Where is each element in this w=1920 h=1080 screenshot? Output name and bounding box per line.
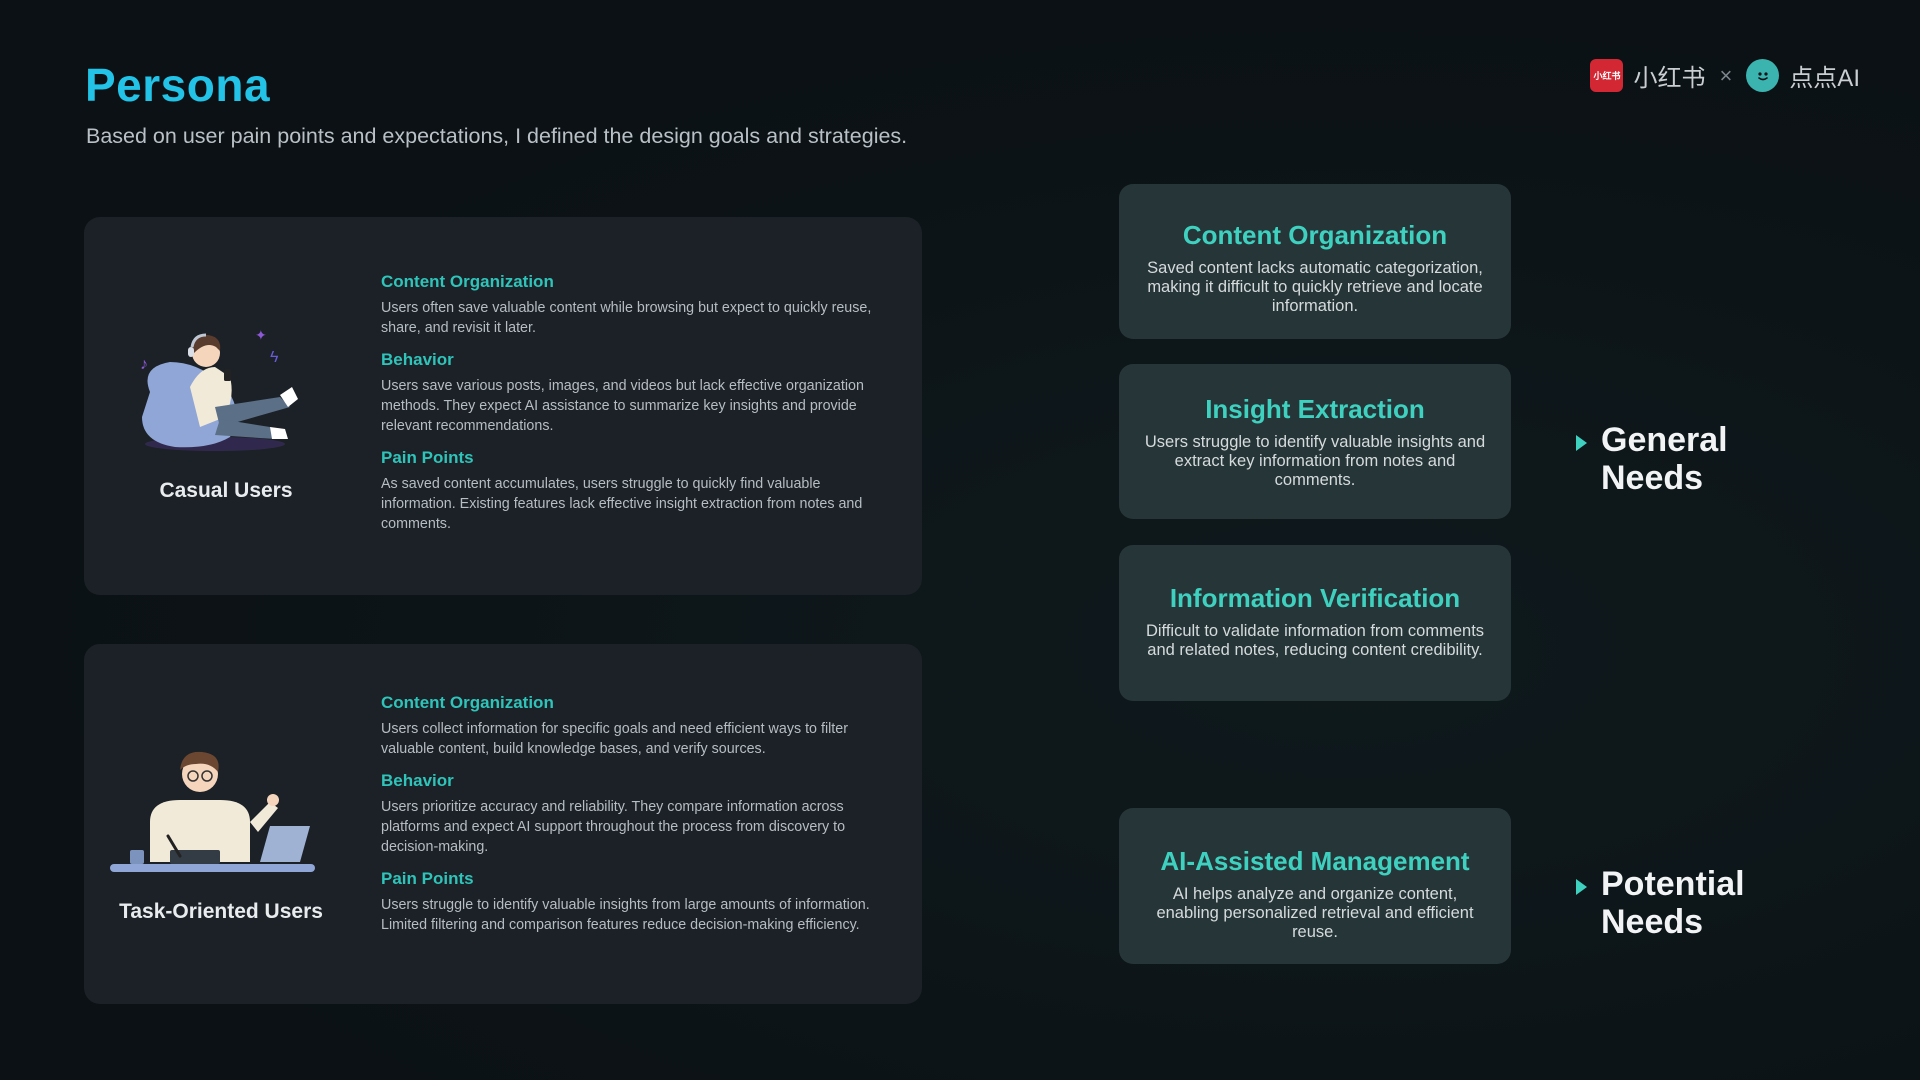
casual-user-illustration: ✦ ϟ ♪ — [120, 307, 320, 462]
need-description: Difficult to validate information from c… — [1145, 622, 1485, 659]
xiaohongshu-logo-icon: 小红书 — [1590, 59, 1624, 92]
need-title: AI-Assisted Management — [1160, 846, 1470, 876]
general-needs-label: General Needs — [1576, 421, 1728, 497]
persona-card-casual-users: ✦ ϟ ♪ Casual Users Content Organization … — [84, 217, 922, 595]
potential-needs-label: Potential Needs — [1576, 865, 1745, 941]
persona-card-task-oriented-users: Task-Oriented Users Content Organization… — [84, 644, 922, 1004]
general-needs-line2: Needs — [1601, 459, 1704, 497]
detail-text-behavior: Users save various posts, images, and vi… — [381, 378, 864, 434]
detail-heading-behavior: Behavior — [381, 350, 454, 369]
need-card-information-verification: Information Verification Difficult to va… — [1119, 545, 1511, 701]
need-title: Content Organization — [1182, 220, 1448, 250]
triangle-arrow-icon — [1576, 435, 1587, 451]
need-card-content-organization: Content Organization Saved content lacks… — [1119, 184, 1511, 339]
casual-users-details: Content Organization Users often save va… — [381, 272, 891, 546]
potential-needs-line1: Potential — [1601, 865, 1745, 903]
detail-heading-pain-points: Pain Points — [381, 448, 474, 467]
need-description: Users struggle to identify valuable insi… — [1144, 433, 1486, 489]
detail-text-content-organization: Users collect information for specific g… — [381, 721, 848, 757]
brand-separator: × — [1719, 62, 1733, 88]
need-card-insight-extraction: Insight Extraction Users struggle to ide… — [1119, 364, 1511, 519]
potential-needs-line2: Needs — [1601, 903, 1704, 941]
task-oriented-users-details: Content Organization Users collect infor… — [381, 693, 901, 947]
page-title: Persona — [85, 59, 271, 111]
detail-text-content-organization: Users often save valuable content while … — [381, 300, 872, 336]
xiaohongshu-brand-name: 小红书 — [1633, 65, 1706, 92]
detail-heading-pain-points: Pain Points — [381, 869, 474, 888]
persona-name-casual-users: Casual Users — [159, 479, 293, 502]
detail-text-behavior: Users prioritize accuracy and reliabilit… — [381, 799, 846, 855]
detail-text-pain-points: As saved content accumulates, users stru… — [381, 476, 863, 532]
need-description: AI helps analyze and organize content, e… — [1156, 885, 1474, 941]
diandian-ai-brand-name: 点点AI — [1789, 65, 1860, 92]
need-description: Saved content lacks automatic categoriza… — [1147, 259, 1483, 315]
need-title: Insight Extraction — [1205, 394, 1425, 424]
general-needs-line1: General — [1601, 421, 1728, 459]
detail-heading-behavior: Behavior — [381, 771, 454, 790]
diandian-ai-logo-icon — [1746, 59, 1780, 92]
detail-heading-content-organization: Content Organization — [381, 272, 554, 291]
triangle-arrow-icon — [1576, 879, 1587, 895]
persona-name-task-oriented-users: Task-Oriented Users — [119, 900, 323, 923]
need-title: Information Verification — [1169, 583, 1461, 613]
brand-header: 小红书 小红书 × 点点AI — [1590, 58, 1860, 93]
detail-text-pain-points: Users struggle to identify valuable insi… — [381, 897, 870, 933]
svg-text:ϟ: ϟ — [270, 349, 279, 366]
svg-text:✦: ✦ — [255, 327, 267, 343]
svg-text:♪: ♪ — [140, 356, 148, 373]
task-user-illustration — [110, 742, 315, 887]
detail-heading-content-organization: Content Organization — [381, 693, 554, 712]
need-card-ai-assisted-management: AI-Assisted Management AI helps analyze … — [1119, 808, 1511, 964]
page-subtitle: Based on user pain points and expectatio… — [86, 124, 908, 148]
